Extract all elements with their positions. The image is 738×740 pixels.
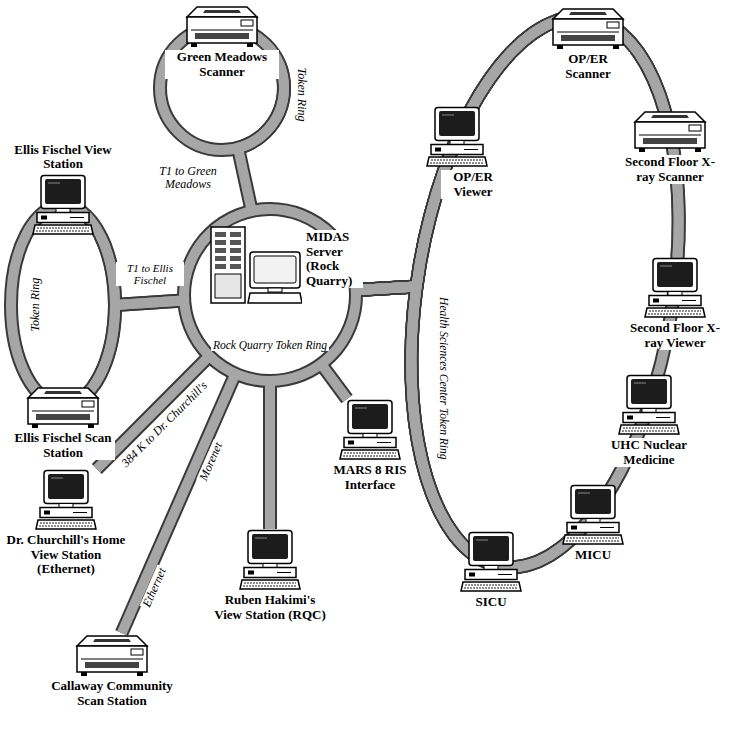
network-label: Token Ring bbox=[29, 276, 42, 334]
link-label-holder: T1 to Green Meadows bbox=[143, 165, 233, 191]
network-device: Green Meadows Scanner bbox=[165, 4, 279, 79]
printer-icon bbox=[549, 6, 627, 50]
network-label-holder: Token Ring bbox=[29, 276, 42, 334]
network-device: OP/ER Viewer bbox=[409, 106, 505, 199]
network-device: Callaway Community Scan Station bbox=[40, 633, 184, 708]
network-device: SICU bbox=[460, 531, 522, 610]
link-label-holder: 384 K to Dr. Churchill's bbox=[118, 378, 212, 472]
network-link bbox=[357, 26, 546, 290]
connector-outline bbox=[357, 17, 679, 290]
network-label: Token Ring bbox=[294, 66, 307, 124]
printer-icon bbox=[24, 385, 102, 429]
network-device: Second Floor X-ray Viewer bbox=[623, 257, 727, 350]
connector-outline bbox=[322, 365, 347, 399]
network-device: OP/ER Scanner bbox=[546, 6, 630, 81]
network-label: Ethernet bbox=[140, 565, 170, 612]
device-label: Callaway Community Scan Station bbox=[40, 679, 184, 708]
pc-icon bbox=[618, 374, 680, 436]
device-label: Ellis Fischel View Station bbox=[11, 143, 115, 172]
device-label: Ellis Fischel Scan Station bbox=[11, 431, 115, 460]
token-ring-node: Rock Quarry Token Ring MIDAS Server (Rock… bbox=[177, 202, 363, 388]
link-label-holder: T1 to Ellis Fischel bbox=[116, 262, 184, 286]
printer-icon bbox=[183, 4, 261, 48]
printer-icon bbox=[631, 109, 709, 153]
ring-label: Rock Quarry Token Ring bbox=[211, 339, 329, 352]
link-label: T1 to Ellis Fischel bbox=[116, 262, 184, 286]
network-label-holder: Token Ring bbox=[294, 66, 307, 124]
device-label: MIDAS Server (Rock Quarry) bbox=[304, 230, 363, 288]
device-label: UHC Nuclear Medicine bbox=[593, 438, 705, 467]
link-label: 384 K to Dr. Churchill's bbox=[118, 378, 212, 472]
network-device: Second Floor X-ray Scanner bbox=[618, 109, 722, 184]
device-label: MICU bbox=[573, 548, 613, 563]
network-label: Health Sciences Center Token Ring bbox=[437, 295, 450, 461]
network-device: Ruben Hakimi's View Station (RQC) bbox=[208, 529, 332, 622]
pc-icon bbox=[562, 484, 624, 546]
connector-outline bbox=[238, 64, 284, 210]
device-label: Dr. Churchill's Home View Station (Ether… bbox=[3, 533, 129, 577]
device-label: OP/ER Viewer bbox=[441, 170, 505, 199]
network-device: MIDAS Server (Rock Quarry) bbox=[210, 226, 363, 304]
device-label: OP/ER Scanner bbox=[546, 52, 630, 81]
printer-icon bbox=[73, 633, 151, 677]
network-link bbox=[101, 236, 184, 305]
network-link bbox=[357, 286, 623, 567]
network-label-holder: Health Sciences Center Token Ring bbox=[437, 295, 450, 461]
pc-icon bbox=[644, 257, 706, 319]
device-label: SICU bbox=[473, 595, 508, 610]
network-label-holder: Ethernet bbox=[140, 565, 170, 612]
network-link bbox=[322, 365, 347, 399]
pc-icon bbox=[239, 529, 301, 591]
network-link bbox=[357, 17, 679, 290]
pc-icon bbox=[35, 469, 97, 531]
token-ring bbox=[375, 0, 715, 587]
pc-icon bbox=[460, 531, 522, 593]
device-label: Green Meadows Scanner bbox=[165, 50, 279, 79]
network-device: Dr. Churchill's Home View Station (Ether… bbox=[3, 469, 129, 577]
network-link bbox=[238, 64, 284, 210]
network-device: UHC Nuclear Medicine bbox=[593, 374, 705, 467]
network-device: MARS 8 RIS Interface bbox=[325, 399, 415, 492]
network-device: Ellis Fischel View Station bbox=[11, 143, 115, 236]
device-label: Second Floor X-ray Viewer bbox=[623, 321, 727, 350]
link-label: Morenet bbox=[196, 439, 226, 485]
connector-outline bbox=[357, 286, 623, 567]
link-label-holder: Morenet bbox=[196, 439, 226, 485]
device-label: MARS 8 RIS Interface bbox=[325, 463, 415, 492]
pc-icon bbox=[426, 106, 488, 168]
server-icon bbox=[210, 226, 302, 304]
network-link bbox=[265, 382, 275, 529]
pc-icon bbox=[339, 399, 401, 461]
network-device: MICU bbox=[562, 484, 624, 563]
connector-outline bbox=[357, 26, 546, 290]
connector-outline bbox=[263, 382, 277, 529]
connector-outline bbox=[94, 301, 183, 385]
device-label: Second Floor X-ray Scanner bbox=[618, 155, 722, 184]
link-label: T1 to Green Meadows bbox=[143, 165, 233, 191]
pc-icon bbox=[32, 174, 94, 236]
network-link bbox=[94, 301, 183, 385]
network-device: Ellis Fischel Scan Station bbox=[11, 385, 115, 460]
device-label: Ruben Hakimi's View Station (RQC) bbox=[208, 593, 332, 622]
